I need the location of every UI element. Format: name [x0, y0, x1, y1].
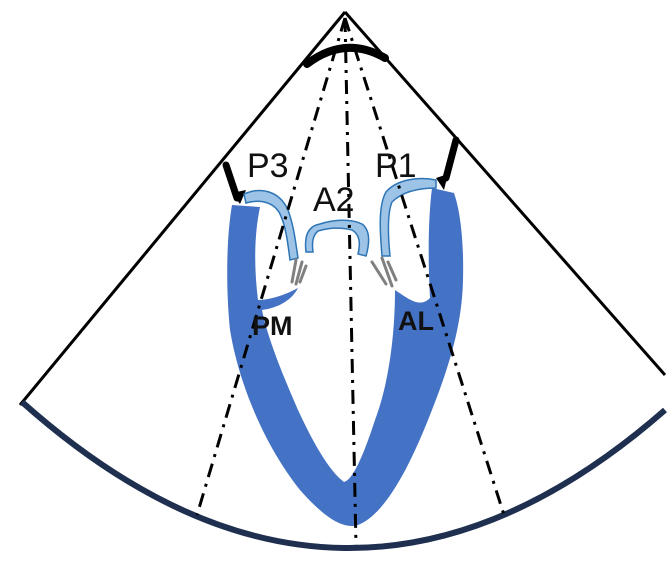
ultrasound-sector [18, 11, 667, 551]
posterior-leaflet-p3 [243, 189, 299, 261]
posterior-leaflet-p1 [379, 177, 437, 257]
sector-bottom-arc [20, 399, 667, 551]
chordae-tendineae [290, 256, 398, 288]
annulus-right [442, 136, 460, 182]
label-a2: A2 [313, 181, 355, 219]
mitral-annulus [222, 136, 460, 204]
scan-line-right [343, 17, 507, 519]
chordae-right [370, 256, 398, 288]
label-al: AL [398, 306, 434, 336]
scan-line-center [343, 17, 358, 546]
anterior-leaflet-a2 [304, 219, 370, 257]
probe-near-field-arc [303, 43, 389, 68]
scan-line-left [195, 17, 347, 516]
sector-left-edge [18, 11, 347, 406]
annulus-left-tip [232, 190, 246, 204]
mitral-leaflets [243, 177, 437, 261]
scan-plane-lines [195, 17, 507, 546]
left-ventricle-wall [227, 188, 464, 526]
sector-right-edge [343, 11, 667, 376]
annulus-right-tip [436, 174, 448, 190]
label-p1: P1 [375, 147, 417, 185]
label-pm: PM [252, 311, 293, 341]
chordae-left [290, 258, 308, 286]
label-p3: P3 [247, 147, 289, 185]
